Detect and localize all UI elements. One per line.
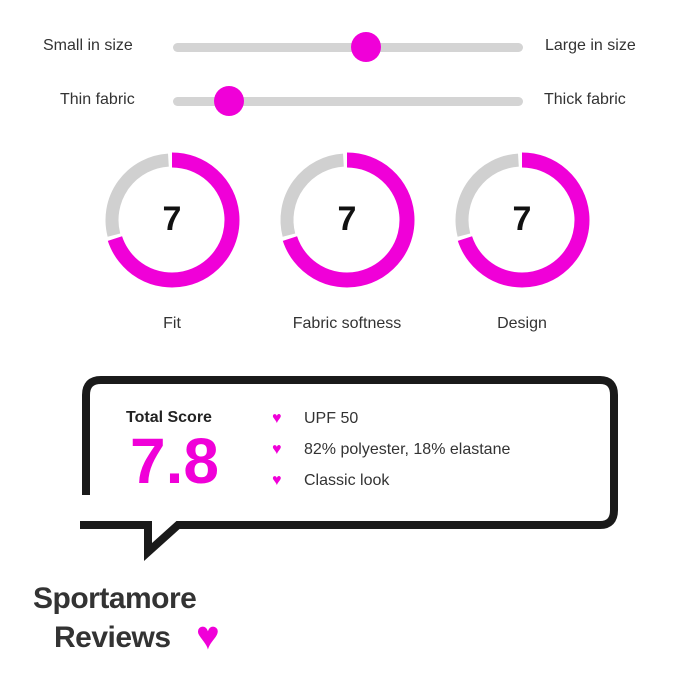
- rating-label: Fit: [163, 315, 181, 332]
- ring-progress: [457, 152, 590, 288]
- heart-icon: ♥: [272, 472, 282, 489]
- heart-icon: ♥: [272, 441, 282, 458]
- total-score-value: 7.8: [130, 425, 219, 497]
- feature-item: ♥ UPF 50: [272, 408, 510, 430]
- feature-text: UPF 50: [304, 410, 359, 427]
- ring-track: [455, 153, 520, 237]
- brand-line1: Sportamore: [33, 582, 197, 615]
- slider-right-label: Thick fabric: [544, 91, 626, 108]
- slider-thumb: [350, 32, 381, 62]
- brand-line2: Reviews: [54, 621, 171, 654]
- rating-label: Design: [497, 315, 547, 332]
- rating-score: 7: [162, 200, 182, 238]
- rating-label: Fabric softness: [292, 315, 402, 332]
- feature-item: ♥ Classic look: [272, 470, 510, 492]
- rating-score: 7: [512, 200, 532, 238]
- feature-item: ♥ 82% polyester, 18% elastane: [272, 439, 510, 461]
- ring-track: [105, 153, 170, 237]
- heart-icon: ♥: [272, 410, 282, 427]
- heart-icon: ♥: [196, 614, 220, 658]
- slider-left-label: Thin fabric: [60, 91, 135, 108]
- ring-progress: [107, 152, 240, 288]
- rating-score: 7: [337, 200, 357, 238]
- slider-track: [173, 43, 523, 52]
- feature-list: ♥ UPF 50 ♥ 82% polyester, 18% elastane ♥ Cl…: [272, 408, 510, 492]
- ring-track: [280, 153, 345, 237]
- feature-text: 82% polyester, 18% elastane: [304, 441, 511, 458]
- slider-left-label: Small in size: [43, 37, 133, 54]
- ring-progress: [282, 152, 415, 288]
- total-score-label: Total Score: [126, 409, 212, 426]
- slider-right-label: Large in size: [545, 37, 636, 54]
- feature-text: Classic look: [304, 472, 390, 489]
- slider-track: [173, 97, 523, 106]
- slider-thumb: [214, 86, 244, 116]
